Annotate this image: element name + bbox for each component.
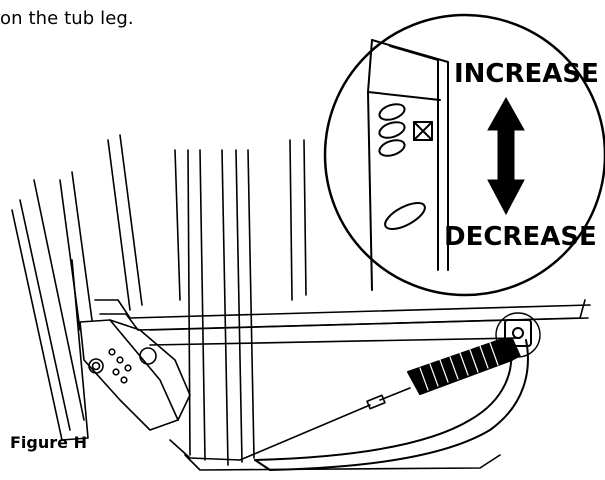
frame-rails — [59, 134, 307, 466]
screw-highlight-circle — [495, 312, 541, 358]
door-panel — [11, 179, 89, 441]
tub-leg — [254, 319, 532, 471]
increase-decrease-arrow — [487, 96, 525, 216]
driver-handle — [407, 337, 521, 395]
instruction-text: on the tub leg. — [0, 8, 134, 29]
increase-label: INCREASE — [454, 59, 599, 89]
callout-circle — [323, 13, 605, 297]
tub-base — [94, 299, 591, 471]
figure-label: Figure H — [10, 433, 87, 452]
callout-bracket — [367, 39, 449, 291]
hinge-bracket — [79, 319, 191, 431]
wrench — [239, 387, 411, 461]
decrease-label: DECREASE — [444, 222, 597, 252]
